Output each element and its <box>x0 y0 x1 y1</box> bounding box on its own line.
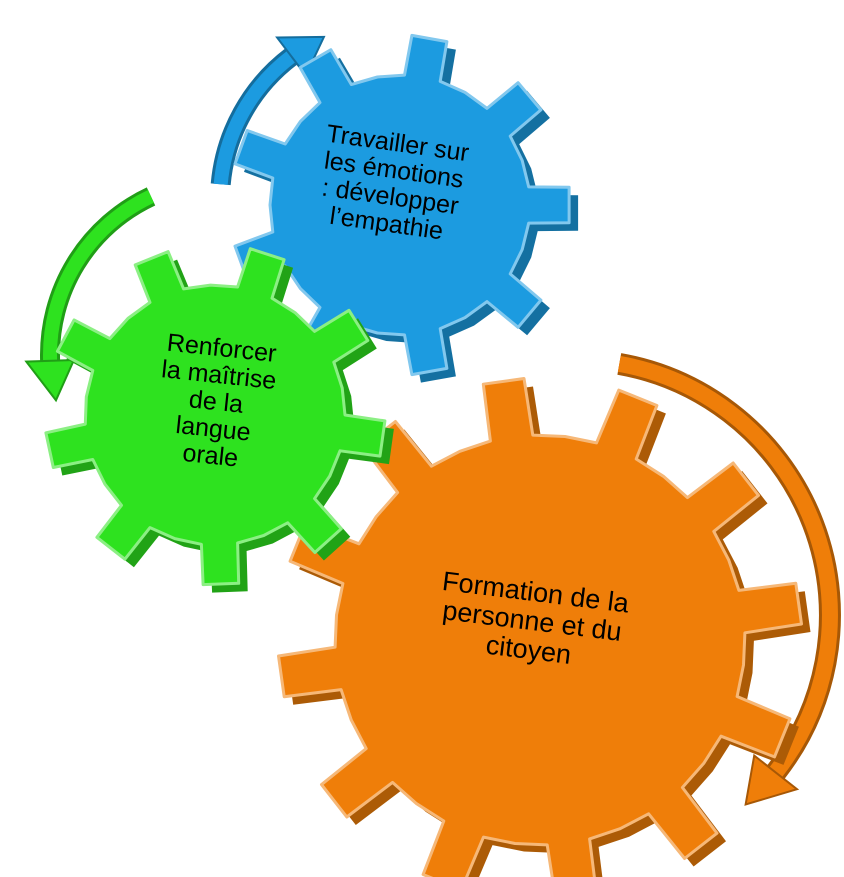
blue-arrow-body <box>213 50 296 185</box>
gear-green <box>44 247 394 593</box>
green-arrow <box>24 187 156 403</box>
green-arrow-head <box>24 358 76 403</box>
green-arrow-body <box>43 190 154 362</box>
blue-arrow-head <box>275 35 326 78</box>
gear-green-face <box>44 247 387 587</box>
orange-arrow-body <box>617 356 838 778</box>
gear-blue <box>233 33 579 383</box>
gears-layer <box>44 33 811 877</box>
gear-orange <box>277 377 811 877</box>
arrows-layer <box>24 35 841 806</box>
gear-blue-face <box>233 33 571 377</box>
gear-orange-face <box>277 377 803 877</box>
blue-arrow <box>210 35 326 186</box>
orange-arrow-head <box>744 753 800 806</box>
orange-arrow <box>617 353 841 806</box>
